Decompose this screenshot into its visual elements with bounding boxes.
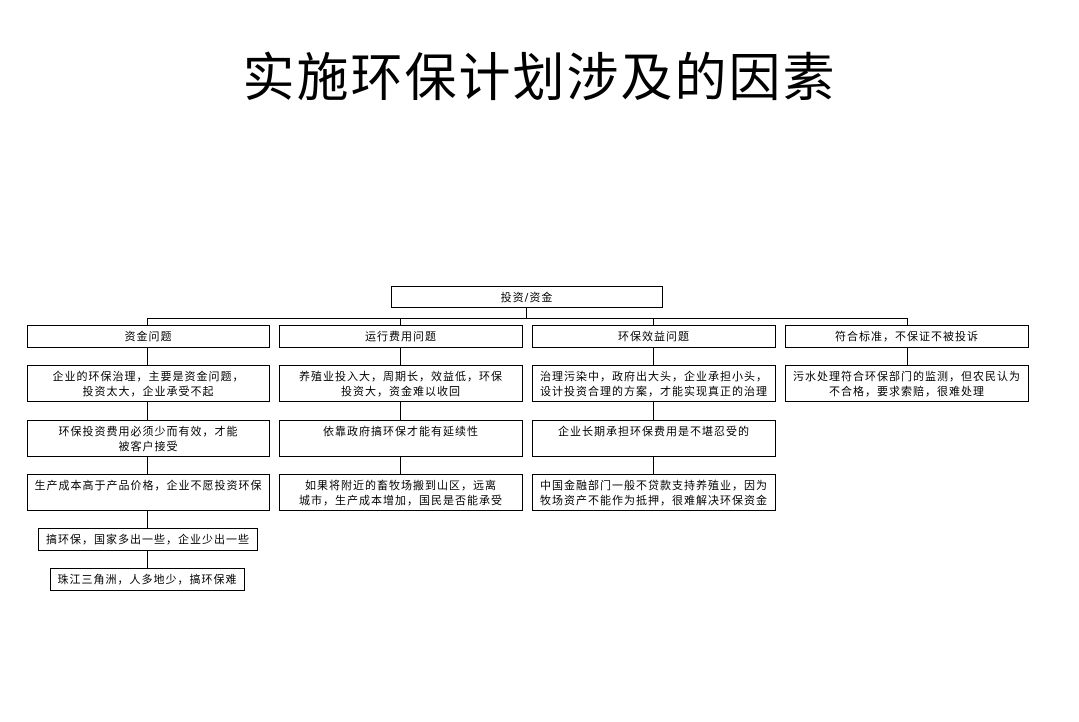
connector — [400, 318, 401, 325]
connector — [147, 347, 148, 365]
connector — [147, 318, 908, 319]
node: 养殖业投入大，周期长，效益低，环保 投资大，资金难以收回 — [279, 365, 523, 402]
node: 中国金融部门一般不贷款支持养殖业，因为 牧场资产不能作为抵押，很难解决环保资金 — [532, 474, 776, 511]
connector — [400, 347, 401, 365]
node: 珠江三角洲，人多地少，搞环保难 — [50, 568, 245, 591]
connector — [147, 318, 148, 325]
column-header-operating-cost: 运行费用问题 — [279, 325, 523, 348]
connector — [653, 401, 654, 420]
column-header-funding: 资金问题 — [27, 325, 270, 348]
connector — [400, 401, 401, 420]
node: 如果将附近的畜牧场搬到山区，远离 城市，生产成本增加，国民是否能承受 — [279, 474, 523, 511]
node: 治理污染中，政府出大头，企业承担小头， 设计投资合理的方案，才能实现真正的治理 — [532, 365, 776, 402]
node: 搞环保，国家多出一些，企业少出一些 — [38, 528, 258, 551]
node: 企业长期承担环保费用是不堪忍受的 — [532, 420, 776, 457]
column-header-env-benefit: 环保效益问题 — [532, 325, 776, 348]
connector — [653, 456, 654, 474]
connector — [653, 318, 654, 325]
connector — [147, 456, 148, 474]
connector — [147, 510, 148, 528]
node: 企业的环保治理，主要是资金问题， 投资太大，企业承受不起 — [27, 365, 270, 402]
connector — [147, 401, 148, 420]
connector — [653, 347, 654, 365]
root-node: 投资/资金 — [391, 286, 663, 308]
connector — [147, 550, 148, 568]
connector — [526, 307, 527, 318]
connector — [907, 318, 908, 325]
node: 环保投资费用必须少而有效，才能 被客户接受 — [27, 420, 270, 457]
node: 依靠政府搞环保才能有延续性 — [279, 420, 523, 457]
connector — [907, 347, 908, 365]
page-title: 实施环保计划涉及的因素 — [242, 49, 837, 109]
node: 污水处理符合环保部门的监测，但农民认为 不合格，要求索赔，很难处理 — [785, 365, 1029, 402]
node: 生产成本高于产品价格，企业不愿投资环保 — [27, 474, 270, 511]
column-header-compliance: 符合标准，不保证不被投诉 — [785, 325, 1029, 348]
connector — [400, 456, 401, 474]
